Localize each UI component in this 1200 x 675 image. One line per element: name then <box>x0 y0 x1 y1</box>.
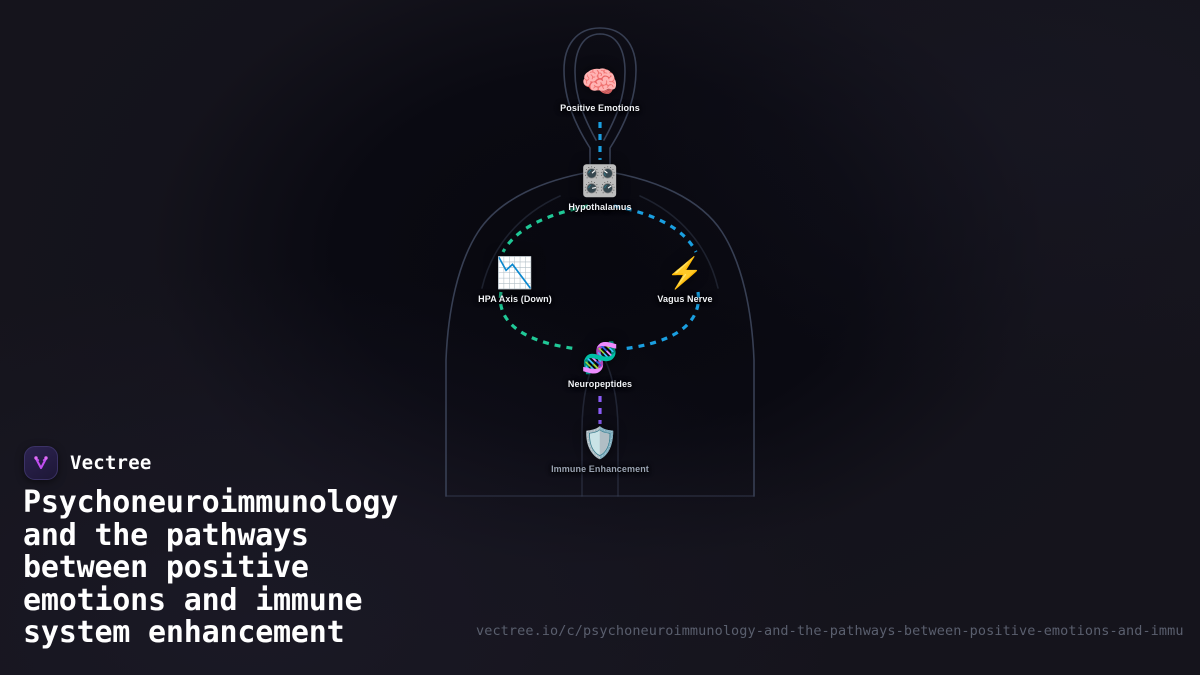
share-url: vectree.io/c/psychoneuroimmunology-and-t… <box>476 623 1184 639</box>
brain-icon: 🧠 <box>581 66 619 99</box>
vectree-logo-icon <box>24 446 58 480</box>
graph-node-label: Positive Emotions <box>560 103 640 113</box>
graph-edges <box>498 122 701 424</box>
graph-node-hpa-axis-down[interactable]: 📉 HPA Axis (Down) <box>445 257 585 304</box>
graph-node-label: HPA Axis (Down) <box>478 294 552 304</box>
brand[interactable]: Vectree <box>24 446 151 480</box>
edge-hypothalamus-vagus <box>613 204 698 253</box>
graph-node-hypothalamus[interactable]: 🎛️ Hypothalamus <box>530 165 670 212</box>
control-knobs-icon: 🎛️ <box>581 165 619 198</box>
edge-hpa-neuropeptides <box>498 291 579 351</box>
shield-icon: 🛡️ <box>581 427 619 460</box>
lightning-bolt-icon: ⚡ <box>666 257 704 290</box>
brand-name: Vectree <box>70 452 152 474</box>
graph-node-label: Hypothalamus <box>568 202 632 212</box>
graph-node-label: Immune Enhancement <box>551 464 649 474</box>
dna-helix-icon: 🧬 <box>581 342 619 375</box>
page-title: Psychoneuroimmunology and the pathways b… <box>23 485 399 650</box>
graph-node-positive-emotions[interactable]: 🧠 Positive Emotions <box>530 66 670 113</box>
human-silhouette <box>445 27 755 497</box>
graph-node-label: Vagus Nerve <box>657 294 713 304</box>
edge-vagus-neuropeptides <box>621 291 701 351</box>
chart-decreasing-icon: 📉 <box>496 257 534 290</box>
vectree-tree-mark-svg <box>34 456 48 470</box>
graph-node-immune-enhancement[interactable]: 🛡️ Immune Enhancement <box>530 427 670 474</box>
edge-hypothalamus-hpa <box>501 204 589 253</box>
graph-node-label: Neuropeptides <box>567 379 633 389</box>
graph-node-vagus-nerve[interactable]: ⚡ Vagus Nerve <box>615 257 755 304</box>
graph-node-neuropeptides[interactable]: 🧬 Neuropeptides <box>530 342 670 389</box>
